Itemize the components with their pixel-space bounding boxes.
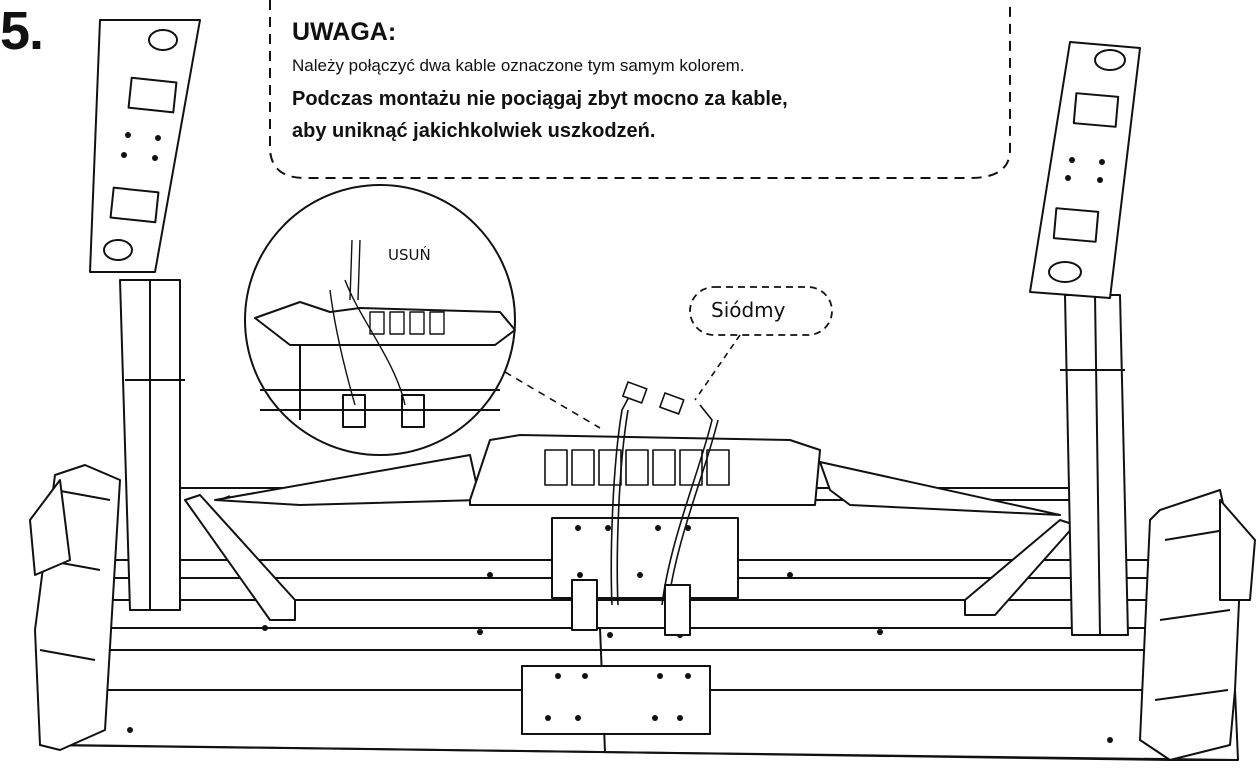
cable-clip-left — [571, 579, 598, 631]
notice-title: UWAGA: — [292, 18, 397, 46]
left-cross-brace — [184, 494, 296, 621]
cables — [610, 381, 719, 606]
control-box — [214, 434, 1061, 516]
notice-line-1: Należy połączyć dwa kable oznaczone tym … — [292, 56, 745, 75]
cable-clip-right — [664, 584, 691, 636]
right-leg — [1029, 41, 1141, 636]
plate-screws — [127, 525, 1113, 743]
center-plate-bottom — [521, 665, 711, 735]
right-foot-bracket — [1139, 489, 1256, 761]
seventh-callout-border — [689, 286, 833, 336]
step-number: 5. — [0, 1, 44, 61]
left-foot-bracket — [29, 464, 121, 751]
notice-line-2: Podczas montażu nie pociągaj zbyt mocno … — [292, 88, 788, 110]
detail-magnifier — [244, 184, 601, 456]
notice-callout-border — [269, 0, 1011, 179]
remove-label: USUŃ — [388, 246, 431, 264]
left-leg — [89, 19, 201, 611]
notice-line-3: aby uniknąć jakichkolwiek uszkodzeń. — [292, 120, 656, 142]
seventh-label: Siódmy — [711, 298, 786, 322]
